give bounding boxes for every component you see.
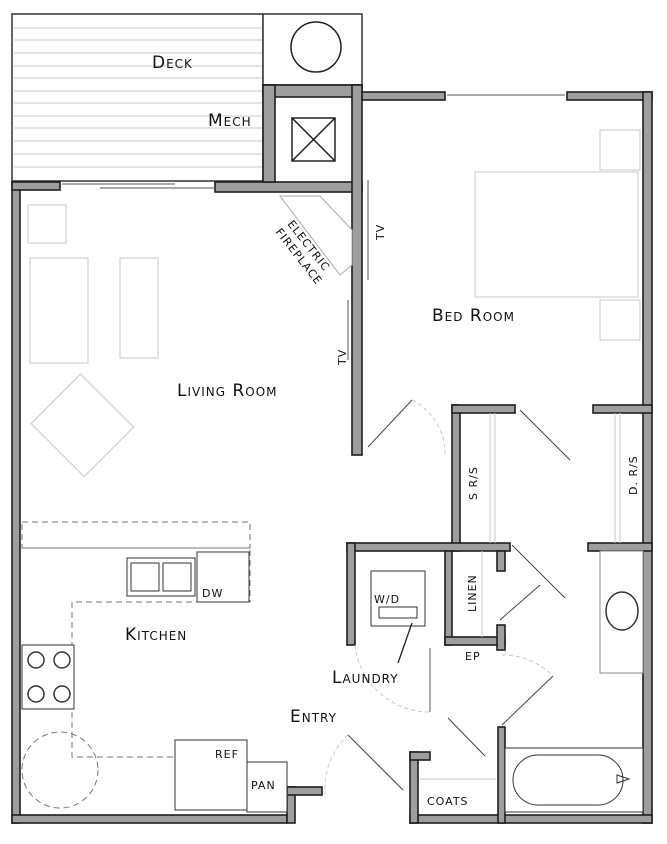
deck-circle-fixture xyxy=(290,21,342,73)
windows xyxy=(62,94,565,360)
label-s-rs: S R/S xyxy=(467,466,480,500)
walls xyxy=(11,84,653,824)
label-living-room: Living Room xyxy=(177,381,278,401)
label-mech: Mech xyxy=(208,111,252,131)
label-tv-bedroom: TV xyxy=(374,224,387,241)
label-bedroom: Bed Room xyxy=(432,306,515,326)
label-pan: PAN xyxy=(251,779,276,792)
mech-unit xyxy=(291,117,336,162)
bathroom-fixtures xyxy=(504,550,644,813)
label-kitchen: Kitchen xyxy=(125,625,187,645)
label-deck: Deck xyxy=(152,53,193,73)
label-coats: COATS xyxy=(427,795,469,808)
label-d-rs: D. R/S xyxy=(627,455,640,495)
label-ref: REF xyxy=(215,748,239,761)
washer-dryer xyxy=(370,570,426,664)
bathtub xyxy=(504,747,644,813)
range xyxy=(21,644,75,710)
furniture xyxy=(27,129,641,478)
pantry xyxy=(246,761,288,813)
electric-fireplace xyxy=(278,195,353,276)
label-laundry: Laundry xyxy=(332,668,399,688)
label-linen: LINEN xyxy=(466,574,479,612)
label-dw: DW xyxy=(202,587,223,600)
kitchen-counters xyxy=(21,521,288,813)
label-entry: Entry xyxy=(290,707,337,727)
label-ep: EP xyxy=(465,650,481,663)
deck xyxy=(11,13,363,182)
label-wd: W/D xyxy=(374,593,400,606)
closet-rods xyxy=(420,413,621,780)
sink-basin xyxy=(605,591,639,631)
dishwasher xyxy=(196,551,250,603)
doors xyxy=(324,399,571,796)
sink xyxy=(126,557,196,597)
label-tv-living: TV xyxy=(336,349,349,366)
